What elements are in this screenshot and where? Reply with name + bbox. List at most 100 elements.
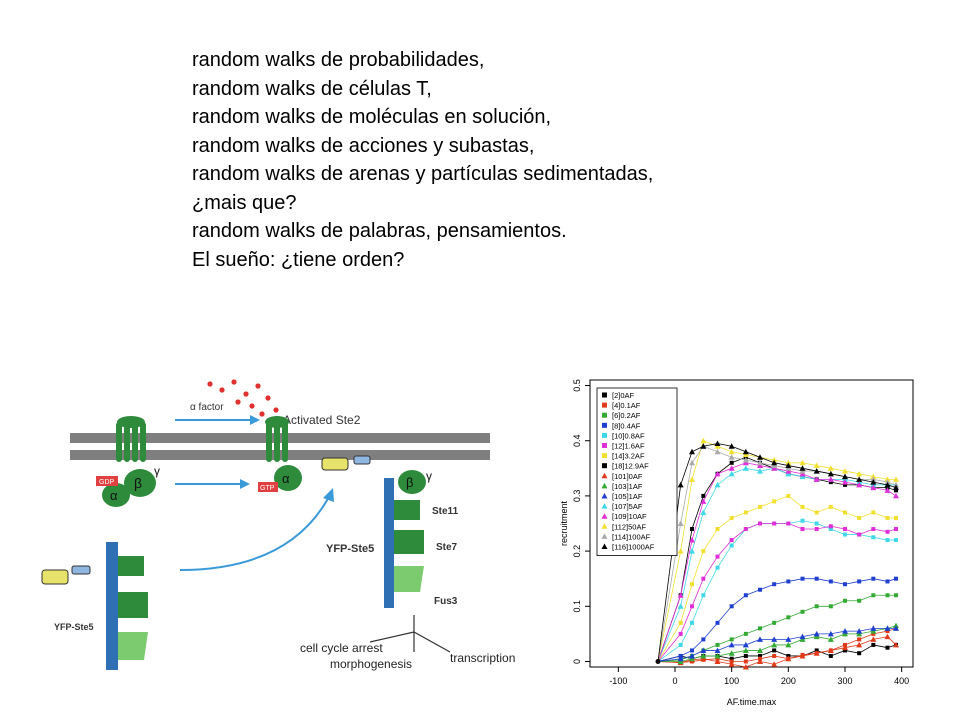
data-point — [856, 479, 863, 485]
data-point — [856, 628, 863, 634]
legend-marker — [602, 463, 607, 469]
svg-text:β: β — [406, 475, 413, 490]
data-point — [827, 465, 834, 471]
data-point — [771, 459, 778, 466]
data-point — [758, 653, 762, 658]
data-point — [786, 579, 791, 584]
data-point — [729, 637, 734, 642]
series-line — [657, 523, 897, 662]
data-point — [772, 582, 777, 587]
legend-marker — [602, 453, 607, 459]
data-point — [857, 651, 862, 656]
data-point — [894, 576, 898, 581]
data-point — [785, 468, 792, 474]
slide-line: random walks de células T, — [192, 77, 432, 100]
data-point — [678, 631, 683, 636]
y-tick-label: 0.2 — [572, 545, 582, 558]
data-point — [870, 628, 877, 634]
data-point — [843, 482, 847, 487]
data-point — [842, 476, 848, 482]
data-point — [728, 465, 735, 471]
legend-marker — [601, 523, 608, 529]
legend-marker — [602, 392, 607, 398]
data-point — [677, 592, 684, 598]
data-point — [728, 650, 735, 656]
data-point — [701, 637, 706, 642]
yfp-ste5-label-top: YFP-Ste5 — [326, 543, 374, 555]
yfp-tag-top — [321, 457, 349, 471]
data-point — [772, 499, 777, 504]
data-point — [742, 448, 749, 455]
data-point — [678, 620, 683, 625]
data-point — [799, 473, 806, 480]
data-point — [729, 515, 734, 520]
data-point — [893, 625, 899, 631]
data-point — [843, 527, 847, 532]
data-point — [842, 630, 848, 637]
slide-text: random walks de probabilidades,random wa… — [192, 46, 892, 274]
data-point — [871, 631, 876, 636]
data-point — [689, 459, 695, 466]
slide-line: random walks de arenas y partículas sedi… — [192, 163, 654, 185]
data-point — [742, 647, 749, 653]
cell-cycle-arrest-label: cell cycle arrest — [300, 641, 383, 655]
data-point — [871, 510, 876, 515]
data-point — [894, 527, 898, 532]
data-point — [827, 476, 834, 482]
legend-marker — [601, 513, 608, 519]
svg-text:β: β — [134, 475, 142, 491]
slide-line: ¿mais que? — [192, 191, 297, 214]
data-point — [786, 615, 791, 620]
data-point — [885, 515, 890, 520]
ste2-receptor-inactive — [116, 416, 146, 462]
data-point — [743, 659, 748, 664]
data-point — [828, 604, 833, 609]
svg-text:γ: γ — [426, 469, 432, 483]
data-point — [871, 535, 876, 540]
plot-frame — [589, 379, 914, 668]
x-tick-label: 400 — [894, 676, 909, 686]
data-point — [677, 520, 684, 526]
data-point — [856, 630, 863, 637]
data-point — [757, 468, 763, 474]
data-point — [827, 647, 834, 653]
ste11-label: Ste11 — [432, 506, 459, 517]
data-point — [885, 538, 890, 543]
g-beta-left — [124, 469, 156, 497]
slide-line: random walks de moléculas en solución, — [192, 106, 552, 128]
data-point — [743, 527, 748, 532]
data-point — [742, 457, 749, 463]
data-point — [728, 641, 735, 648]
legend-marker — [602, 443, 607, 448]
data-point — [700, 498, 707, 504]
data-point — [799, 470, 806, 477]
data-point — [700, 655, 707, 662]
data-point — [786, 493, 791, 498]
data-point — [700, 652, 707, 659]
data-point — [714, 470, 721, 477]
y-tick-label: 0.4 — [572, 434, 582, 447]
data-point — [785, 641, 792, 648]
data-point — [689, 652, 695, 659]
data-point — [842, 479, 848, 485]
data-point — [678, 642, 683, 647]
x-tick-label: 0 — [672, 676, 677, 686]
data-point — [814, 576, 819, 581]
legend-label: [4]0.1AF — [612, 401, 641, 410]
x-tick-label: 300 — [837, 676, 852, 686]
data-point — [813, 468, 820, 474]
data-point — [701, 576, 706, 581]
data-point — [894, 538, 898, 543]
legend-marker — [602, 432, 607, 438]
data-point — [827, 470, 834, 477]
data-point — [758, 521, 762, 526]
data-point — [771, 457, 778, 463]
data-point — [828, 504, 833, 509]
data-point — [843, 510, 847, 515]
data-point — [677, 548, 684, 554]
data-point — [884, 476, 891, 482]
data-point — [677, 655, 684, 662]
origin-point — [655, 658, 661, 664]
data-point — [772, 648, 777, 653]
legend-box — [596, 387, 678, 557]
